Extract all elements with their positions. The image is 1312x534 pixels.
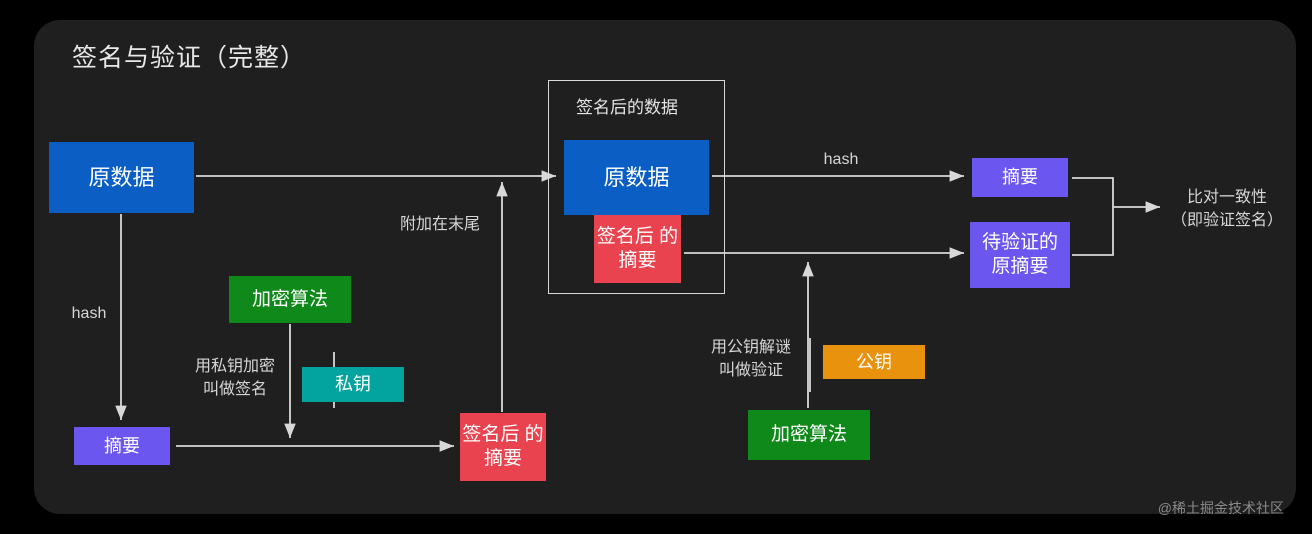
node-label: 原数据 — [603, 164, 670, 190]
node-digest-left[interactable]: 摘要 — [74, 427, 170, 465]
node-label: 签名后 的摘要 — [596, 226, 679, 271]
label-compare-result: 比对一致性 （即验证签名） — [1170, 189, 1283, 230]
node-encrypt-algorithm-right[interactable]: 加密算法 — [748, 410, 870, 460]
node-label: 加密算法 — [251, 288, 328, 310]
group-signed-data — [548, 80, 725, 294]
edge-label-verify-with-public-key: 用公钥解谜 叫做验证 — [710, 339, 791, 380]
edge-label-hash-right: hash — [823, 151, 859, 168]
node-signed-digest-center[interactable]: 签名后 的摘要 — [594, 215, 681, 283]
node-label: 加密算法 — [770, 424, 847, 446]
node-label: 签名后 的摘要 — [462, 424, 544, 469]
node-label: 摘要 — [1002, 167, 1038, 188]
group-signed-data-label: 签名后的数据 — [576, 98, 678, 117]
page-title: 签名与验证（完整） — [72, 44, 307, 72]
watermark: @稀土掘金技术社区 — [1157, 500, 1284, 516]
node-original-data-center[interactable]: 原数据 — [564, 140, 709, 215]
node-original-digest-to-verify[interactable]: 待验证的 原摘要 — [970, 222, 1070, 288]
node-private-key[interactable]: 私钥 — [302, 367, 404, 402]
node-digest-right[interactable]: 摘要 — [972, 158, 1068, 197]
node-original-data-left[interactable]: 原数据 — [49, 142, 194, 213]
node-label: 公钥 — [856, 351, 892, 372]
node-label: 待验证的 原摘要 — [981, 232, 1058, 277]
edge-label-append-tail: 附加在末尾 — [399, 216, 480, 233]
node-encrypt-algorithm-left[interactable]: 加密算法 — [229, 276, 351, 323]
node-public-key[interactable]: 公钥 — [823, 345, 925, 379]
node-label: 私钥 — [335, 374, 371, 395]
edge-label-sign-with-private-key: 用私钥加密 叫做签名 — [194, 358, 275, 399]
node-signed-digest-left[interactable]: 签名后 的摘要 — [460, 413, 546, 481]
edge-label-hash-left: hash — [71, 305, 107, 322]
node-label: 原数据 — [88, 164, 155, 190]
node-label: 摘要 — [104, 435, 140, 456]
